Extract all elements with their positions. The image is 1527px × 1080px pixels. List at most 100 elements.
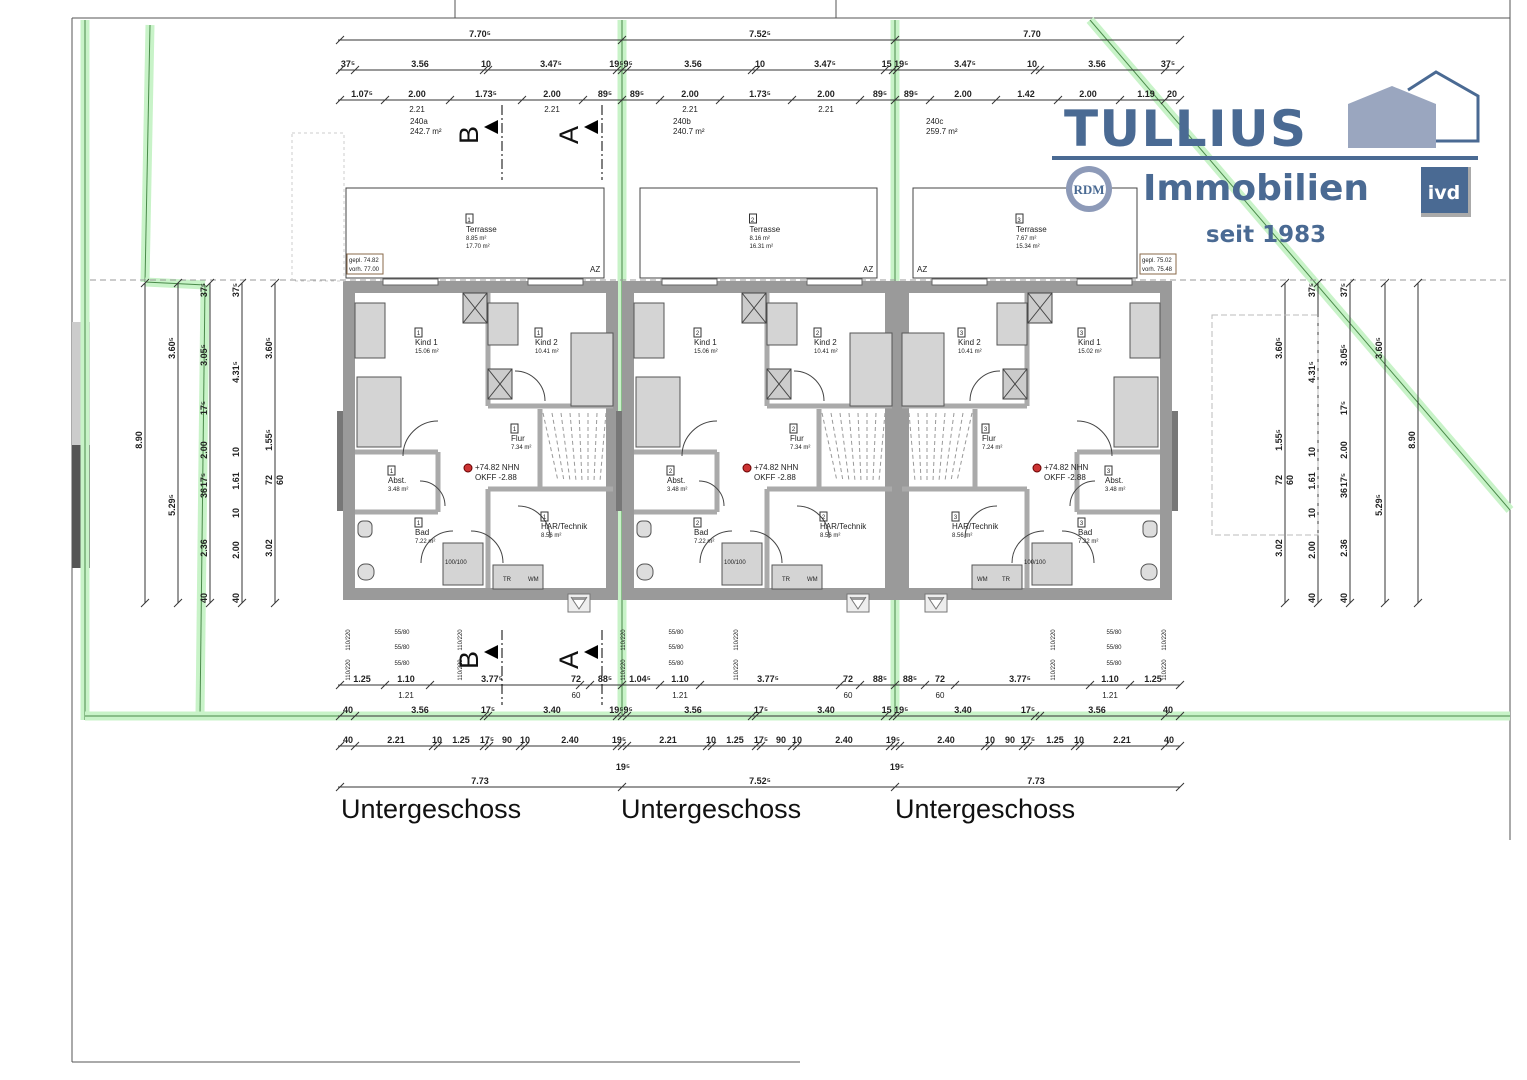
room-area-har: 8.56 m² <box>952 533 972 539</box>
dimension-label: 2.36 <box>1339 539 1349 557</box>
dimension-tick <box>380 95 390 105</box>
dimension-tick <box>237 598 247 608</box>
room-number-box <box>465 213 474 224</box>
dimension-tick <box>655 680 665 690</box>
dimension-tick <box>1018 741 1028 751</box>
dimension-tick <box>751 741 761 751</box>
desk <box>354 302 386 359</box>
dimension-label: 10 <box>1307 447 1317 457</box>
dimension-tick <box>483 65 493 75</box>
shower-label: 100/100 <box>1024 560 1046 566</box>
terrace-label: Terrasse <box>1016 225 1047 234</box>
dimension-label: 7.70 <box>1023 29 1041 39</box>
dimension-tick <box>787 95 797 105</box>
window-size-label: 110/220 <box>734 629 740 651</box>
dimension-label: 7.73 <box>1027 776 1045 786</box>
dimension-label: 1.61 <box>1307 472 1317 490</box>
dimension-tick <box>1030 711 1040 721</box>
az-label: AZ <box>863 265 873 274</box>
dimension-label: 1.73⁵ <box>749 89 771 99</box>
bed <box>570 332 614 407</box>
room-area-har: 8.56 m² <box>820 533 840 539</box>
dimension-label: 3.05⁵ <box>199 344 209 366</box>
terrace-outline <box>345 187 605 279</box>
door-swing <box>964 505 998 539</box>
dimension-tick <box>1175 65 1185 75</box>
stair-step <box>956 412 973 482</box>
shaft-cross <box>462 292 488 324</box>
room-area-kind1: 15.06 m² <box>415 349 439 355</box>
dimension-label: 2.00 <box>1307 541 1317 559</box>
az-label: AZ <box>590 265 600 274</box>
dimension-label: 3.60⁵ <box>1274 337 1284 359</box>
sink-icon <box>357 563 375 581</box>
dimension-tick <box>1023 741 1033 751</box>
level-okff: OKFF -2.88 <box>475 473 517 482</box>
window <box>382 278 439 286</box>
dimension-label: 1.25 <box>1046 735 1064 745</box>
dimension-tick <box>1125 680 1135 690</box>
dimension-label: 4.31⁵ <box>231 361 241 383</box>
dimension-tick <box>892 711 902 721</box>
terrace-gross-area: 15.34 m² <box>1016 244 1040 250</box>
bed <box>635 376 681 448</box>
room-name-flur: Flur <box>511 434 525 443</box>
room-name-flur: Flur <box>790 434 804 443</box>
door-swing <box>793 370 825 402</box>
window-size-label: 110/220 <box>1051 629 1057 651</box>
room-number: 3 <box>1107 469 1111 475</box>
plot-id: 240b <box>673 117 691 126</box>
room-number: 2 <box>669 469 673 475</box>
logo-subtitle: Immobilien <box>1143 168 1369 209</box>
dimension-label: 2.00 <box>954 89 972 99</box>
dimension-label: 1.19 <box>1137 89 1155 99</box>
stair-step <box>578 412 583 482</box>
dimension-tick <box>445 95 455 105</box>
window-size-label: 110/220 <box>346 629 352 651</box>
dimension-tick <box>707 741 717 751</box>
window <box>931 278 988 286</box>
dimension-tick <box>350 711 360 721</box>
room-name-har: HAR/Technik <box>820 522 867 531</box>
dimension-tick <box>335 711 345 721</box>
dimension-label: 17⁵ <box>1339 401 1349 415</box>
dimension-label: 10 <box>231 508 241 518</box>
window-size-label: 110/220 <box>346 659 352 681</box>
room-name-kind1: Kind 1 <box>415 338 438 347</box>
dimension-tick <box>350 65 360 75</box>
window-size-label: 55/80 <box>1106 630 1122 636</box>
terrace-area: 8.16 m² <box>750 236 770 242</box>
dimension-label: 1.10 <box>671 674 689 684</box>
desk <box>1129 302 1161 359</box>
dimension-label: 10 <box>432 735 442 745</box>
light-well <box>846 593 870 613</box>
dimension-label: 88⁵ <box>903 674 917 684</box>
dimension-tick <box>1380 598 1390 608</box>
outline-right <box>1211 314 1319 536</box>
dimension-label: 3.56 <box>1088 59 1106 69</box>
dimension-label: 1.25 <box>452 735 470 745</box>
dimension-label: 7.52⁵ <box>749 29 771 39</box>
room-area-flur: 7.24 m² <box>982 445 1002 451</box>
dimension-tick <box>335 95 345 105</box>
dimension-tick <box>617 741 627 751</box>
desk <box>766 302 798 346</box>
height-tag <box>1139 253 1177 275</box>
existing-height: vorh. 75.48 <box>1142 267 1173 273</box>
dimension-tick <box>888 711 898 721</box>
dimension-tick <box>575 680 585 690</box>
dimension-tick <box>617 35 627 45</box>
dimension-tick <box>1175 680 1185 690</box>
door-swing <box>419 480 446 507</box>
door-swing <box>1011 530 1045 564</box>
stair-outline-left <box>291 132 345 282</box>
wall-insulation <box>616 411 622 511</box>
dimension-tick <box>1413 598 1423 608</box>
dimension-label: 37⁵ <box>1161 59 1175 69</box>
dimension-tick <box>1160 95 1170 105</box>
dimension-label: 10 <box>792 735 802 745</box>
dimension-label: 40 <box>1163 705 1173 715</box>
level-nhn: +74.82 NHN <box>754 463 798 472</box>
section-marker-label: B <box>454 651 484 669</box>
